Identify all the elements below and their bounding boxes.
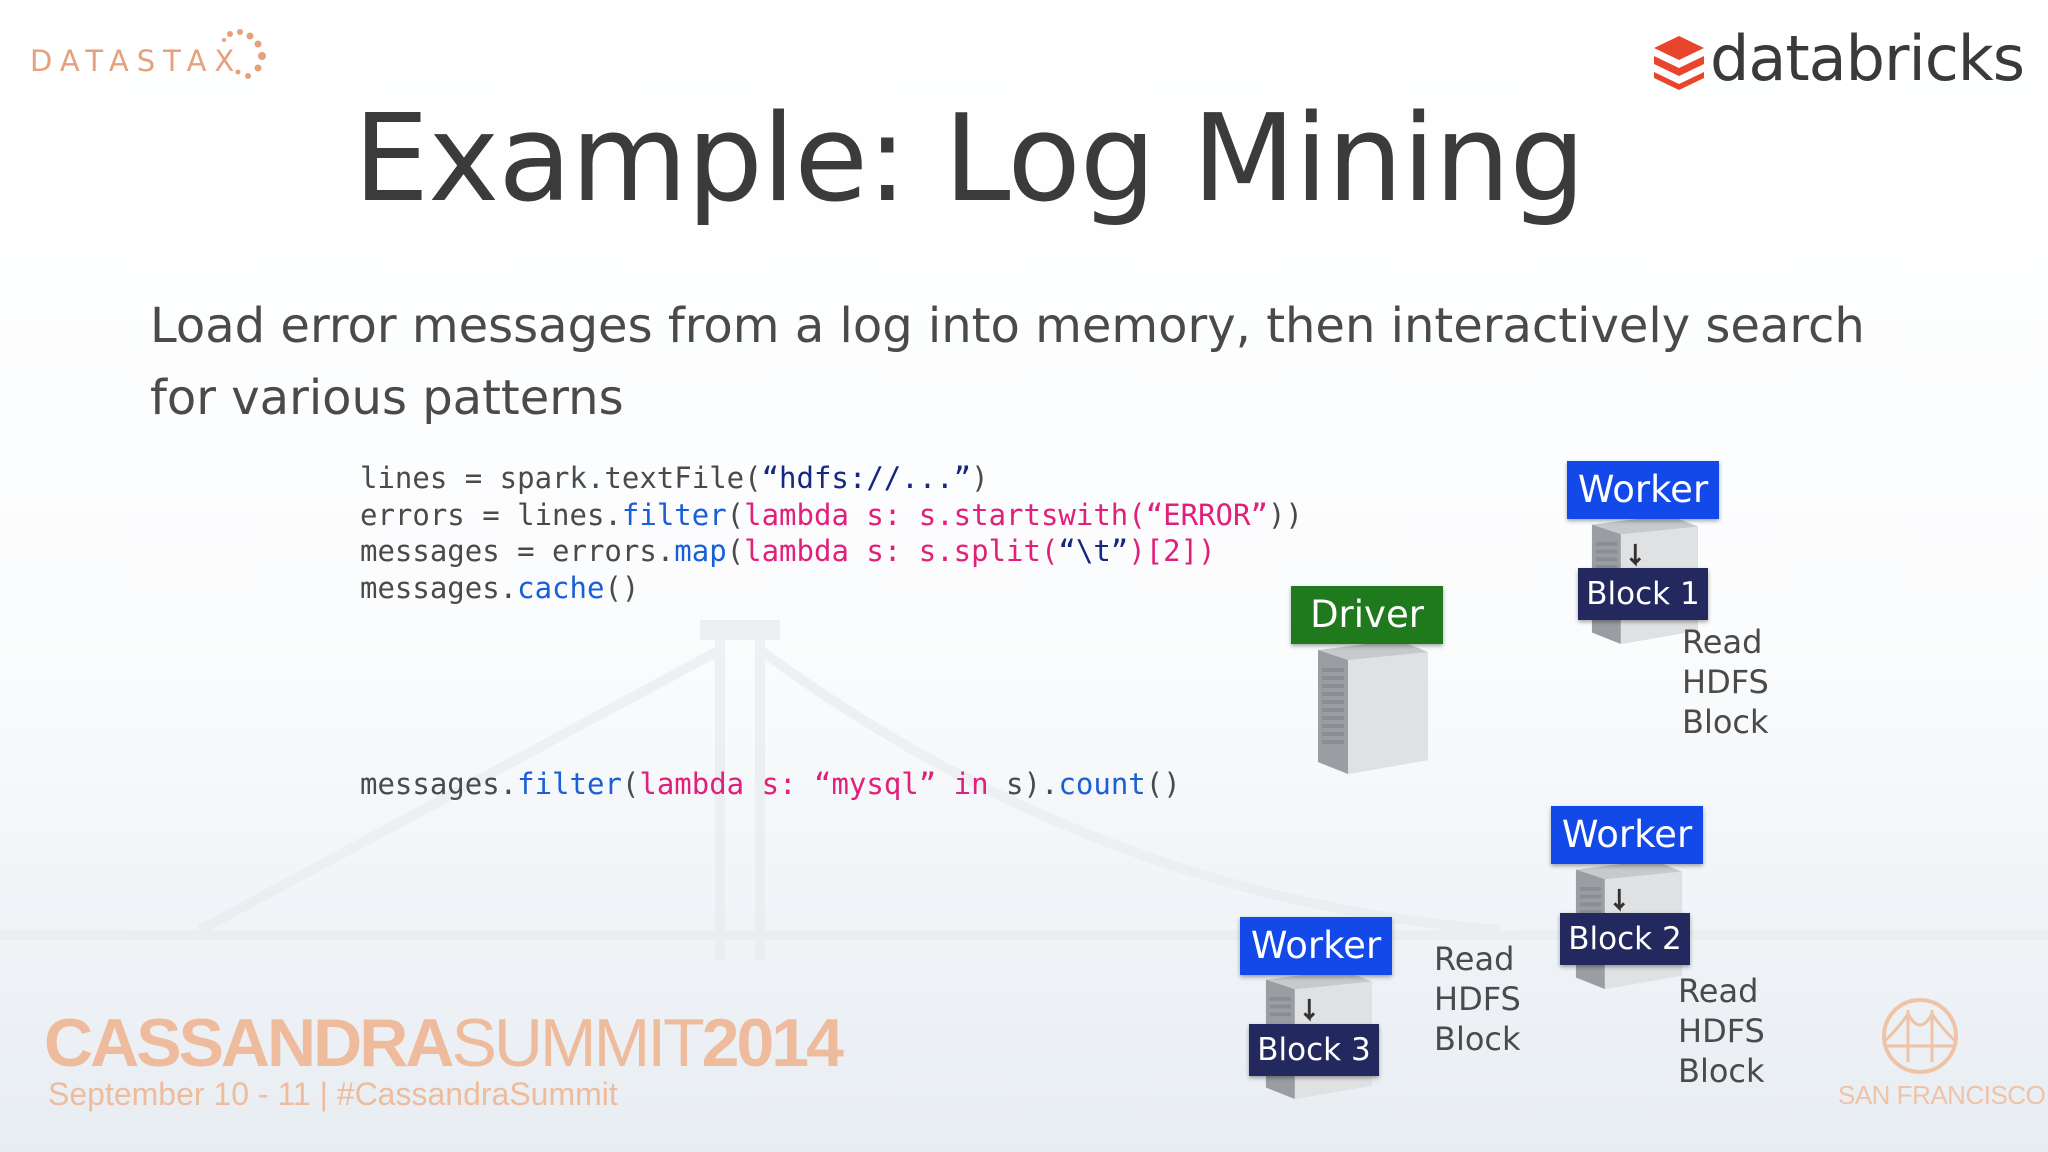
code-block: lines = spark.textFile(“hdfs://...”)erro… xyxy=(360,460,1303,606)
driver-server-icon xyxy=(1318,640,1428,774)
databricks-logo-icon xyxy=(1654,36,1704,90)
code-line-3: messages = errors.map(lambda s: s.split(… xyxy=(360,534,1216,568)
datastax-dots-icon xyxy=(222,29,266,79)
worker-3-hdfs-note: Read HDFS Block xyxy=(1434,940,1521,1058)
worker-2-label: Worker xyxy=(1551,806,1703,864)
databricks-logo-text: databricks xyxy=(1710,22,2025,95)
datastax-logo: DATASTAX xyxy=(30,44,243,78)
golden-gate-bridge-icon xyxy=(1882,998,1958,1074)
san-francisco-label: SAN FRANCISCO xyxy=(1838,1080,2046,1110)
code-line-2: errors = lines.filter(lambda s: s.starts… xyxy=(360,497,1303,532)
worker-2-hdfs-note: Read HDFS Block xyxy=(1678,972,1765,1090)
worker-1-hdfs-note: Read HDFS Block xyxy=(1682,623,1769,741)
worker-3-block-label: Block 3 xyxy=(1249,1024,1379,1076)
worker-2-block-label: Block 2 xyxy=(1560,913,1690,965)
slide-title: Example: Log Mining xyxy=(353,90,1585,229)
code-line-4: messages.cache() xyxy=(360,570,640,605)
code-line-5: messages.filter(lambda s: “mysql” in s).… xyxy=(360,767,1181,801)
slide-subtitle: Load error messages from a log into memo… xyxy=(150,298,1865,426)
summit-date-hashtag: September 10 - 11 | #CassandraSummit xyxy=(48,1076,618,1112)
cassandra-summit-logo: CASSANDRASUMMIT2014 xyxy=(44,1005,844,1081)
code-line-1: lines = spark.textFile(“hdfs://...”) xyxy=(360,461,989,495)
worker-1-label: Worker xyxy=(1567,461,1719,519)
worker-3-label: Worker xyxy=(1240,917,1392,975)
driver-label: Driver xyxy=(1291,586,1443,644)
worker-1-block-label: Block 1 xyxy=(1578,568,1708,620)
